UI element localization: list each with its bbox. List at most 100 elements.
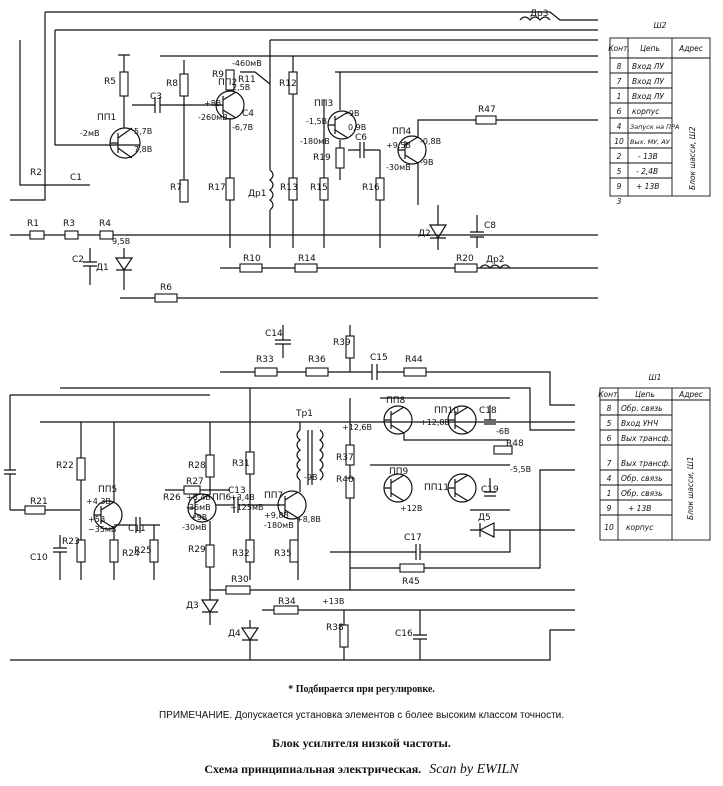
- label-r33: R33: [256, 355, 274, 365]
- bottom-table-contact: 7: [607, 459, 612, 468]
- bottom-table-side-label: Блок шасси, Ш1: [686, 456, 695, 520]
- label-v16: 2,5В: [232, 83, 250, 92]
- label-r38: R38: [326, 623, 344, 633]
- label-pp6: ПП6: [212, 493, 232, 503]
- label-d4: Д4: [228, 629, 241, 639]
- label-c2: C2: [72, 255, 84, 265]
- bottom-table-circuit: корпус: [626, 523, 654, 532]
- label-r35: R35: [274, 549, 292, 559]
- label-r11: R11: [238, 75, 256, 85]
- remark: ПРИМЕЧАНИЕ. Допускается установка элемен…: [158, 710, 565, 721]
- top-table-contact: 6: [617, 107, 622, 116]
- bottom-table-circuit: Обр. связь: [621, 404, 663, 413]
- label-bv6: +4,3В: [86, 497, 111, 506]
- label-r2: R2: [30, 168, 42, 178]
- label-r27: R27: [186, 477, 204, 487]
- top-table-contact: 10: [614, 137, 624, 146]
- label-bv2: +12В: [400, 504, 422, 513]
- label-pp9: ПП9: [389, 467, 409, 477]
- bottom-table-title: Ш1: [649, 373, 662, 382]
- label-bv17: +8,8В: [296, 515, 321, 524]
- label-bv12: ~125мВ: [230, 503, 264, 512]
- label-d5: Д5: [478, 513, 491, 523]
- top-table-circuit: - 13В: [638, 152, 658, 161]
- label-dr1: Др1: [248, 189, 266, 199]
- label-c4: C4: [242, 109, 254, 119]
- label-c8: C8: [484, 221, 496, 231]
- schematic-canvas: Ш2 Конт. Цепь Адрес 8 Вход ЛУ 7 Вход ЛУ …: [4, 9, 711, 661]
- label-r36: R36: [308, 355, 326, 365]
- label-bv19: -9В: [304, 473, 317, 482]
- label-d3: Д3: [186, 601, 199, 611]
- bottom-table-circuit: Обр. связь: [621, 489, 663, 498]
- label-r34: R34: [278, 597, 296, 607]
- label-dr2: Др2: [486, 255, 504, 265]
- label-c17: C17: [404, 533, 422, 543]
- label-r17: R17: [208, 183, 226, 193]
- bottom-table-circuit: Вых трансф.: [621, 434, 670, 443]
- bottom-connector-table: [599, 387, 711, 541]
- label-r15: R15: [310, 183, 328, 193]
- bottom-table-header-2: Адрес: [678, 390, 704, 399]
- top-table-contact: 9: [617, 182, 622, 191]
- diagram-subtitle-row: Схема принципиальная электрическая.Scan …: [0, 762, 723, 778]
- label-r13: R13: [280, 183, 298, 193]
- bottom-labels: C14 R39 R33 R36 C15 R44 Тр1 ПП8 ПП10 C18…: [30, 329, 531, 639]
- diagram-subtitle: Схема принципиальная электрическая.: [204, 762, 422, 776]
- label-bv7: +5В: [88, 515, 105, 524]
- label-r31: R31: [232, 459, 250, 469]
- label-bv15: +9,8В: [264, 511, 289, 520]
- label-bv18: +13В: [322, 597, 344, 606]
- label-bv11: +3,4В: [230, 493, 255, 502]
- label-v13: -30мВ: [386, 163, 411, 172]
- top-table-contact: 2: [617, 152, 622, 161]
- label-r24: R24: [122, 549, 140, 559]
- label-v5: -260мВ: [198, 113, 228, 122]
- label-tr1: Тр1: [295, 409, 313, 419]
- label-r32: R32: [232, 549, 250, 559]
- label-r28: R28: [188, 461, 206, 471]
- bottom-table-header-0: Конт.: [598, 390, 620, 399]
- bottom-table-circuit: Вход УНЧ: [621, 419, 658, 428]
- top-table-contact: 4: [617, 122, 622, 131]
- label-v8: -9В: [346, 109, 359, 118]
- label-pp7: ПП7: [264, 491, 283, 501]
- label-c16: C16: [395, 629, 413, 639]
- top-table-contact: 3: [617, 197, 622, 206]
- footnote: * Подбирается при регулировке.: [288, 684, 435, 695]
- label-bv13: +9В: [190, 513, 207, 522]
- label-r4: R4: [99, 219, 111, 229]
- label-r7: R7: [170, 183, 182, 193]
- label-c15: C15: [370, 353, 388, 363]
- label-r20: R20: [456, 254, 474, 264]
- label-r16: R16: [362, 183, 380, 193]
- bottom-table-contact: 1: [607, 489, 612, 498]
- bottom-table-contact: 5: [607, 419, 612, 428]
- label-c10: C10: [30, 553, 48, 563]
- label-r19: R19: [313, 153, 331, 163]
- bottom-table-contact: 10: [604, 523, 614, 532]
- label-r48: R48: [506, 439, 524, 449]
- label-r14: R14: [298, 254, 316, 264]
- label-r6: R6: [160, 283, 172, 293]
- bottom-table-circuit: + 13В: [628, 504, 651, 513]
- bottom-schematic: [4, 325, 575, 661]
- label-v4: +8В: [204, 99, 221, 108]
- label-r1: R1: [27, 219, 39, 229]
- diagram-title: Блок усилителя низкой частоты.: [272, 736, 451, 750]
- label-r21: R21: [30, 497, 48, 507]
- label-v9: -180мВ: [300, 137, 330, 146]
- label-pp8: ПП8: [386, 396, 406, 406]
- top-table-header-0: Конт.: [608, 44, 630, 53]
- bottom-table-contact: 4: [607, 474, 612, 483]
- label-v17: -9В: [420, 158, 433, 167]
- label-d1: Д1: [96, 263, 109, 273]
- label-v12: +9,5В: [386, 141, 411, 150]
- label-d2: Д2: [418, 229, 431, 239]
- top-table-circuit: + 13В: [636, 182, 659, 191]
- label-r12: R12: [279, 79, 297, 89]
- top-table-contact: 5: [617, 167, 622, 176]
- bottom-table-contact: 6: [607, 434, 612, 443]
- label-r26: R26: [163, 493, 181, 503]
- label-c1: C1: [70, 173, 82, 183]
